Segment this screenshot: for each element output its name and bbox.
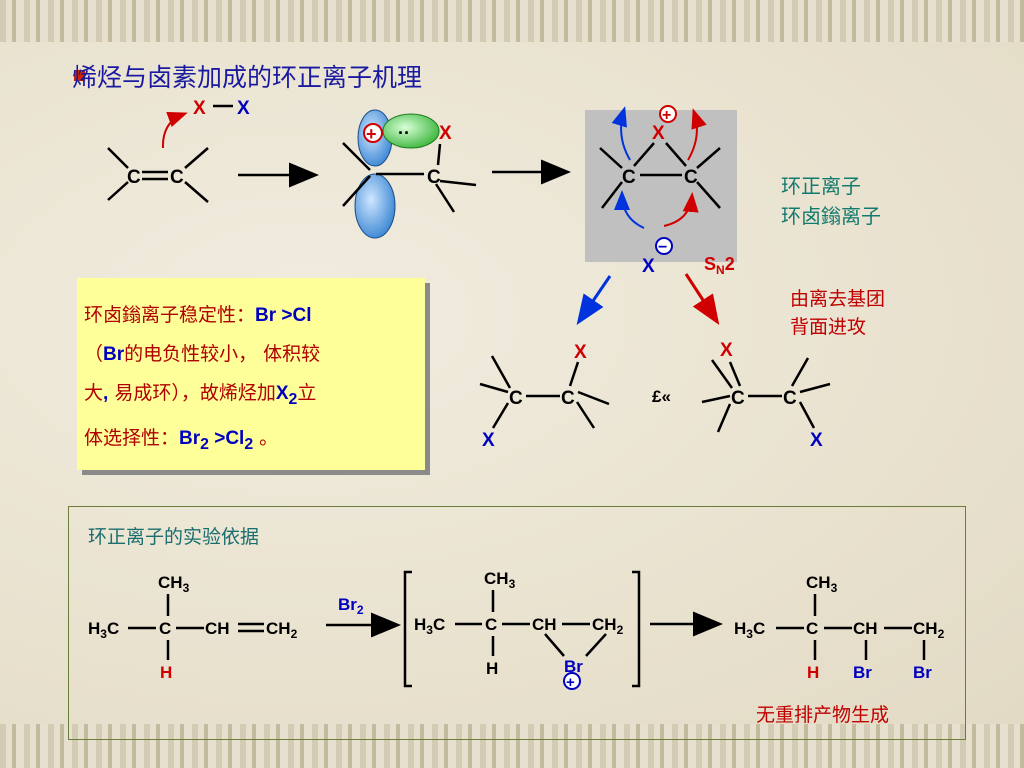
curved-arrow-red-top: [687, 108, 707, 161]
bridge-bond-left: [544, 633, 565, 657]
curved-arrow-red-bottom: [663, 192, 699, 227]
intermediate-h: H: [486, 659, 498, 678]
product-left: [479, 355, 610, 429]
halonium-plus-sign: +: [662, 107, 671, 124]
reagent-br2: Br2: [338, 595, 364, 617]
reactant-ch2: CH2: [266, 619, 298, 641]
lone-pair-dots: ··: [398, 123, 410, 143]
curved-arrow-blue-bottom: [614, 190, 645, 229]
mechanism-diagram: C C X X + ·· X C C C X: [107, 98, 831, 451]
minus-charge-sign: −: [658, 239, 667, 256]
lone-pair-orbital: [382, 113, 440, 149]
orbital-x: X: [439, 123, 452, 144]
alkene-molecule: [107, 147, 209, 203]
stability-note-box: [77, 278, 425, 470]
halogen-x1: X: [193, 98, 206, 119]
halonium-c1: C: [622, 167, 636, 188]
curved-arrow-blue-top: [611, 106, 631, 161]
decorative-bottom-border: [0, 724, 1024, 768]
intermediate-c: C: [485, 615, 497, 634]
final-h: H: [807, 663, 819, 682]
final-h3c: H3C: [734, 619, 765, 641]
bromonium-plus-icon: [563, 672, 581, 690]
minus-charge-icon: [655, 237, 673, 255]
evidence-title: 环正离子的实验依据: [88, 526, 260, 548]
plus-charge-icon: [363, 123, 383, 143]
red-attack-arrow: [684, 273, 720, 326]
product-left-x-bottom: X: [482, 430, 495, 451]
intermediate-ch: CH: [532, 615, 557, 634]
product-left-c2: C: [561, 388, 575, 409]
bracket-right: [632, 570, 641, 688]
reactant-c: C: [159, 619, 171, 638]
carbocation-c: C: [427, 167, 441, 188]
curved-arrow-red-1: [161, 111, 188, 149]
backside-label-2: 背面进攻: [790, 316, 867, 338]
backside-label-1: 由离去基团: [790, 288, 886, 310]
final-c: C: [806, 619, 818, 638]
p-orbital-lower: [354, 173, 396, 239]
product-left-c1: C: [509, 388, 523, 409]
evidence-panel: [68, 506, 966, 740]
blue-attack-arrow: [576, 275, 612, 325]
product-right-c1: C: [731, 388, 745, 409]
halonium-ion: [599, 142, 721, 209]
intermediate-ch3: CH3: [484, 569, 516, 591]
halonium-plus-icon: [659, 105, 677, 123]
side-label-halonium-1: 环正离子: [781, 174, 861, 198]
final-br-1: Br: [853, 663, 872, 682]
plus-charge-sign: +: [366, 124, 377, 144]
product-left-x-top: X: [574, 342, 587, 363]
carbocation-intermediate: + ·· X C: [342, 109, 477, 239]
final-br-2: Br: [913, 663, 932, 682]
bromonium-plus-sign: +: [566, 674, 575, 691]
product-right-x-bottom: X: [810, 430, 823, 451]
reactant-h: H: [160, 663, 172, 682]
halogen-x2: X: [237, 98, 250, 119]
stability-note-text: 环卤鎓离子稳定性：Br >Cl （Br的电负性较小， 体积较 大, 易成环），故…: [84, 304, 321, 453]
decorative-top-border: [0, 0, 1024, 42]
alkene-c1: C: [127, 167, 141, 188]
halonium-c2: C: [684, 167, 698, 188]
halonium-highlight-box: [585, 110, 737, 262]
side-label-halonium-2: 环卤鎓离子: [781, 204, 881, 228]
final-ch2: CH2: [913, 619, 945, 641]
reactant-ch: CH: [205, 619, 230, 638]
bullet-square-icon: [74, 70, 85, 81]
final-ch: CH: [853, 619, 878, 638]
bridge-bond-right: [585, 633, 607, 657]
halonium-x: X: [652, 123, 665, 144]
sn2-label: SN2: [704, 254, 735, 277]
intermediate-h3c: H3C: [414, 615, 445, 637]
slide-title: 烯烃与卤素加成的环正离子机理: [72, 63, 423, 92]
bridging-br: Br: [564, 657, 583, 676]
intermediate-ch2: CH2: [592, 615, 624, 637]
final-ch3: CH3: [806, 573, 838, 595]
no-rearrangement-note: 无重排产物生成: [756, 704, 890, 726]
bracket-left: [403, 570, 412, 688]
reactant-ch3: CH3: [158, 573, 190, 595]
alkene-c2: C: [170, 167, 184, 188]
product-right-x-top: X: [720, 340, 733, 361]
product-right: [701, 357, 831, 433]
product-right-c2: C: [783, 388, 797, 409]
reactant-h3c: H3C: [88, 619, 119, 641]
nucleophile-x: X: [642, 256, 655, 277]
equivalence-glyph: £«: [652, 387, 671, 406]
